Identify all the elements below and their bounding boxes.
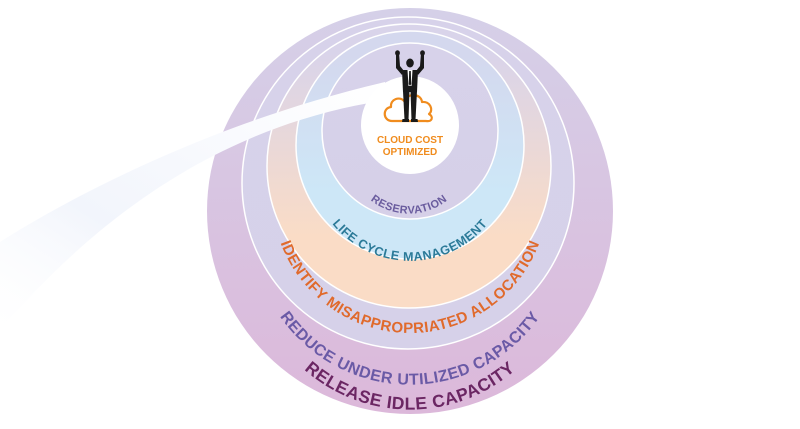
center-label-line1: CLOUD COST [377,135,443,146]
center-circle [361,76,459,174]
businessman-icon [395,50,425,122]
center-label-line2: OPTIMIZED [383,147,437,158]
swoosh-trail [0,82,388,330]
